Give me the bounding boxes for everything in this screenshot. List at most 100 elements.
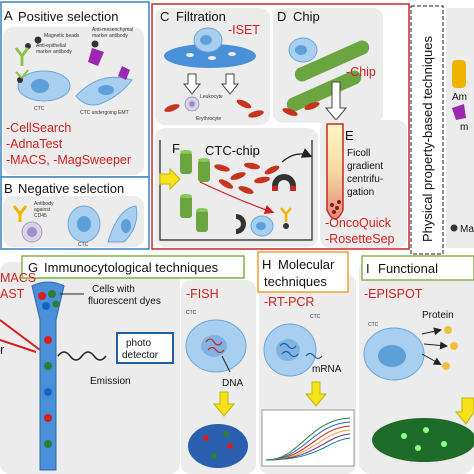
method-iset: -ISET: [228, 23, 260, 37]
panel-b-title: Negative selection: [18, 181, 124, 196]
label-ctc-emt: CTC undergoing EMT: [80, 110, 129, 116]
panel-g-letter: G: [28, 260, 38, 275]
magnetic-bead-icon: [34, 36, 42, 44]
method-oncoquick: -OncoQuick: [325, 216, 392, 230]
laser-beam: [0, 319, 41, 351]
panel-g-left-background: [0, 262, 180, 474]
label-magnetic-beads: Magnetic beads: [44, 33, 80, 39]
centrifuge-tube-icon: [326, 123, 344, 220]
panel-chip: D Chip -Chip: [273, 8, 383, 123]
ficoll-line-3: centrifu-: [347, 174, 383, 185]
panel-d-letter: D: [277, 9, 286, 24]
magnetic-bead-icon: [91, 40, 99, 48]
panel-molecular: H Molecular techniques -RT-PCR CTC mRNA: [257, 251, 356, 474]
ctc-cell-icon: [193, 27, 223, 53]
label-cells-1: Cells with: [92, 284, 135, 295]
panel-g-title-frame: [21, 255, 245, 279]
leukocyte-icon: [184, 96, 200, 112]
ctc-cell-icon: [15, 69, 71, 102]
panel-f-title: CTC-chip: [205, 143, 260, 158]
method-epispot: -EPISPOT: [364, 287, 423, 301]
panel-a-title: Positive selection: [18, 9, 118, 24]
panel-positive-selection: A Positive selection Magnetic beads Anti…: [0, 1, 150, 178]
anti-mesenchymal-antibody-icon: [88, 48, 104, 66]
pcr-amplification-plot-icon: [261, 409, 355, 467]
erythrocyte-icons: [164, 99, 264, 118]
vertical-label: Physical property-based techniques: [420, 36, 435, 242]
label-ctc: CTC: [186, 310, 197, 316]
capture-path-arrow: [199, 181, 275, 215]
method-adnatest: -AdnaTest: [6, 137, 63, 151]
label-emission: Emission: [90, 376, 131, 387]
flow-arrow-icon: [281, 148, 313, 163]
ficoll-line-2: gradient: [347, 161, 383, 172]
panel-functional: I Functional -EPISPOT CTC Protein: [359, 255, 474, 474]
label-ctc: CTC: [368, 322, 379, 328]
panel-h-title-2: techniques: [264, 274, 327, 289]
down-arrow-icon: [220, 73, 240, 95]
label-dna: DNA: [222, 378, 243, 389]
label-cells-2: fluorescent dyes: [88, 296, 161, 307]
ctc-cell-icon: [250, 215, 274, 237]
emission-wave-icon: [57, 351, 107, 361]
fish-nucleus-icon: [188, 424, 248, 468]
ctc-cell-icon: [288, 37, 318, 63]
label-anti-mesenchymal-1: Anti-mesenchymal: [92, 27, 133, 33]
panel-b-letter: B: [4, 181, 13, 196]
pointer-line: [221, 355, 231, 373]
right-edge-background: [446, 8, 474, 248]
panel-h-title-1: Molecular: [278, 257, 335, 272]
antibody-partial-icon: [452, 104, 466, 120]
label-ctc: CTC: [310, 314, 321, 320]
label-anti-epithelial-1: Anti-epithelial: [36, 43, 66, 49]
mrna-strand-icon: [305, 352, 323, 360]
method-rosettesep: -RosetteSep: [325, 232, 395, 246]
right-edge-partial: Am m Ma: [446, 8, 474, 248]
ctc-cell-icon: [185, 319, 247, 373]
photo-detector-screen: [118, 334, 172, 362]
filter-membrane-icon: [164, 44, 256, 68]
protein-secretion-icon: [421, 326, 458, 370]
label-mrna: mRNA: [312, 364, 342, 375]
ficoll-line-1: Ficoll: [347, 148, 370, 159]
method-macs-magsweeper: -MACS, -MagSweeper: [6, 153, 131, 167]
label-ctc: CTC: [34, 106, 45, 112]
panel-i-title-frame: [361, 255, 474, 281]
panel-negative-selection: B Negative selection Antibody against CD…: [0, 176, 150, 250]
edge-label-macs: MACS: [0, 271, 36, 285]
panel-g-title: Immunocytological techniques: [44, 260, 219, 275]
panel-c-title: Filtration: [176, 9, 226, 24]
label-anti-mesenchymal-2: marker antibody: [92, 33, 128, 39]
label-ctc: CTC: [78, 242, 89, 248]
label-anti-epithelial-2: marker antibody: [36, 49, 72, 55]
down-arrow-icon: [182, 73, 202, 95]
panel-immunocytological: G Immunocytological techniques MACS AST …: [0, 255, 256, 474]
method-cellsearch: -CellSearch: [6, 121, 71, 135]
label-detector: detector: [122, 350, 159, 361]
ctc-chip-channel: [159, 140, 313, 241]
erythrocyte-icons: [214, 162, 280, 194]
edge-label-am: Am: [452, 92, 467, 103]
magnetic-bead-icon: [450, 224, 458, 232]
edge-label-ma: Ma: [460, 224, 474, 235]
panel-ctc-chip: F CTC-chip: [155, 128, 318, 247]
micropillar-icon: [286, 40, 370, 112]
label-antibody-1: Antibody: [34, 201, 54, 207]
magnet-icon: [236, 214, 246, 234]
vertical-label-frame: [410, 5, 444, 255]
panel-h-title-frame: [257, 251, 349, 293]
ctc-cell-icon: [263, 323, 317, 377]
label-antibody-2: against: [34, 207, 51, 213]
panel-e-letter: E: [345, 128, 354, 143]
yellow-arrow-icon: [212, 391, 236, 417]
physical-techniques-frame: [151, 3, 410, 250]
label-protein: Protein: [422, 310, 454, 321]
erythrocyte-icons: [282, 102, 320, 116]
ctc-emt-cell-icon: [107, 205, 138, 243]
label-photo: photo: [126, 338, 151, 349]
micropillar-icon: [180, 150, 210, 232]
panel-i-letter: I: [366, 261, 370, 276]
panel-f-letter: F: [172, 141, 180, 156]
method-fish: -FISH: [186, 287, 219, 301]
panel-d-title: Chip: [293, 9, 320, 24]
